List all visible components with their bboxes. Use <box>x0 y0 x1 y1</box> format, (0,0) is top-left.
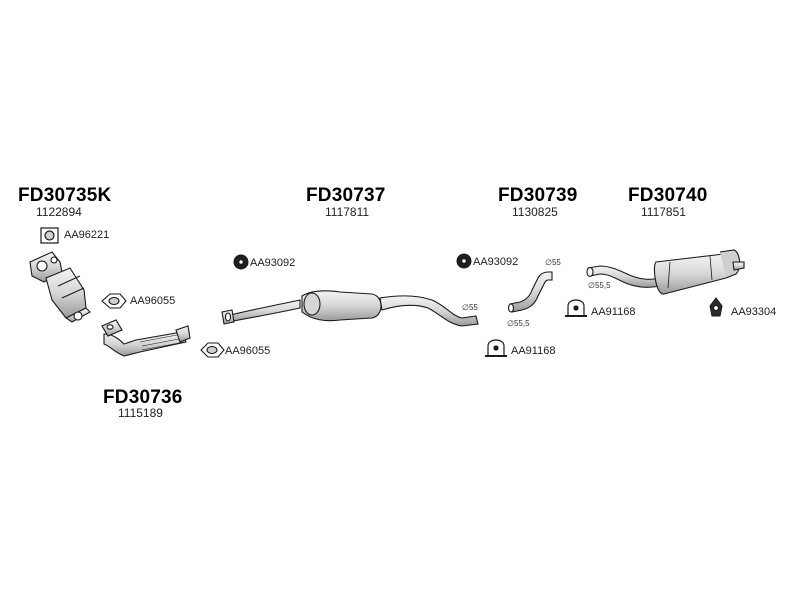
front-pipe-part[interactable] <box>101 319 191 357</box>
clamp-icon[interactable] <box>485 339 507 357</box>
diameter-label: ∅55 <box>462 303 478 312</box>
centre-silencer-part[interactable] <box>221 290 479 327</box>
intermediate-pipe-part[interactable] <box>507 271 553 313</box>
part-reference: 1130825 <box>512 205 558 219</box>
rubber-hanger-icon[interactable] <box>709 297 723 317</box>
accessory-label: AA96055 <box>225 345 271 357</box>
gasket-oval-icon[interactable] <box>200 342 225 358</box>
part-code-fd30739: FD30739 <box>498 185 578 206</box>
part-code-fd30735k: FD30735K <box>18 185 112 206</box>
clamp-icon[interactable] <box>565 299 587 317</box>
rubber-hanger-icon[interactable] <box>233 254 249 270</box>
part-reference: 1117811 <box>325 205 370 219</box>
accessory-label: AA93092 <box>250 257 296 269</box>
gasket-square-icon[interactable] <box>40 227 59 244</box>
part-code-fd30737: FD30737 <box>306 185 386 206</box>
part-code-fd30740: FD30740 <box>628 185 708 206</box>
part-code-fd30736: FD30736 <box>103 387 183 408</box>
diameter-label: ∅55,5 <box>588 281 611 290</box>
rear-silencer-part[interactable] <box>586 249 745 295</box>
rubber-hanger-icon[interactable] <box>456 253 472 269</box>
part-reference: 1122894 <box>36 205 82 219</box>
part-reference: 1115189 <box>118 406 163 420</box>
part-reference: 1117851 <box>641 205 686 219</box>
catalytic-converter-part[interactable] <box>29 251 91 323</box>
diameter-label: ∅55,5 <box>507 319 530 328</box>
accessory-label: AA91168 <box>591 306 636 318</box>
diameter-label: ∅55 <box>545 258 561 267</box>
accessory-label: AA91168 <box>511 345 556 357</box>
accessory-label: AA93304 <box>731 306 777 318</box>
accessory-label: AA93092 <box>473 256 519 268</box>
accessory-label: AA96055 <box>130 295 176 307</box>
gasket-oval-icon[interactable] <box>101 293 127 309</box>
accessory-label: AA96221 <box>64 229 110 241</box>
